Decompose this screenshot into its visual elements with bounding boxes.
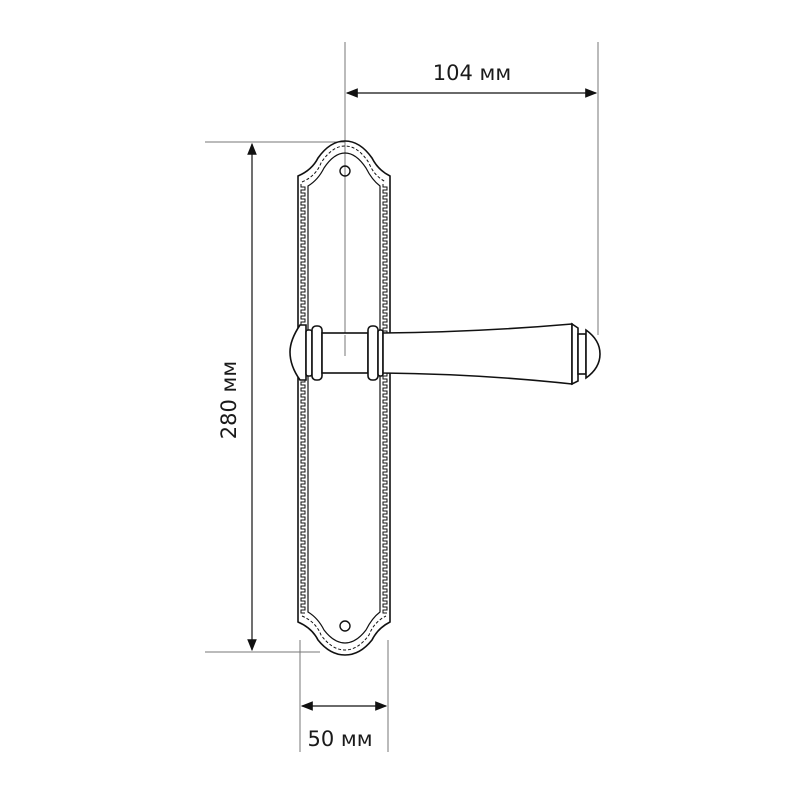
plate-ornament-top: [301, 145, 387, 183]
collar-left-2: [311, 325, 323, 381]
plate-outline: [297, 140, 391, 656]
label-104: 104 мм: [433, 61, 511, 85]
dimension-lines: [205, 42, 599, 752]
dimension-arrows: [247, 88, 598, 711]
screw-hole-bottom: [339, 620, 351, 632]
lever-end-collar: [577, 333, 587, 375]
lever-handle: [289, 322, 601, 386]
plate-ornament-right: [382, 184, 388, 614]
label-50: 50 мм: [307, 727, 372, 751]
lever-end-ring: [571, 322, 579, 386]
collar-right: [367, 325, 379, 381]
plate-ornament-left: [300, 184, 306, 614]
back-plate: [297, 140, 391, 656]
label-280: 280 мм: [217, 361, 241, 439]
lever-body: [382, 323, 573, 385]
collar-left: [305, 329, 313, 377]
plate-inner: [307, 152, 381, 644]
lever-end-cap: [585, 328, 601, 380]
plate-ornament-bottom: [301, 615, 387, 651]
screw-hole-top: [339, 165, 351, 177]
rose-knob: [289, 324, 307, 381]
